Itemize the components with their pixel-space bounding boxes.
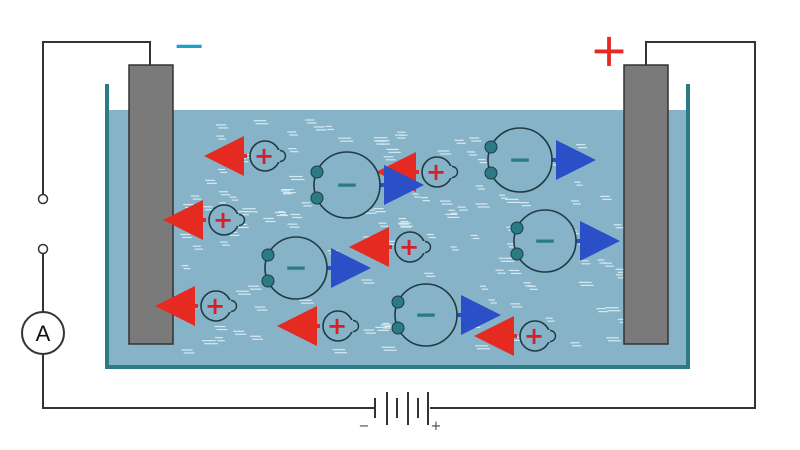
cation: + xyxy=(349,227,432,267)
cation-sign: + xyxy=(399,233,419,261)
cation: + xyxy=(204,136,287,176)
ions: +++++++−−−−− xyxy=(155,127,620,356)
anion-body xyxy=(264,236,328,300)
anion: − xyxy=(310,151,424,219)
anion-knob xyxy=(310,191,324,205)
anion-knob xyxy=(484,166,498,180)
cation-notch-fill xyxy=(543,330,550,342)
battery-plus-label: + xyxy=(431,419,442,434)
anion-sign: − xyxy=(335,168,358,201)
anion-body xyxy=(394,283,458,347)
cation-notch-fill xyxy=(418,241,425,253)
anion-body xyxy=(487,127,553,193)
cation-sign: + xyxy=(205,292,225,320)
cation-sign: + xyxy=(254,142,274,170)
anion-knob xyxy=(261,274,275,288)
cation: + xyxy=(474,316,557,356)
anion-body xyxy=(513,209,577,273)
cation: + xyxy=(277,306,360,346)
anion-sign: − xyxy=(414,298,437,331)
cation-notch-fill xyxy=(346,320,353,332)
anion-knob xyxy=(310,165,324,179)
cathode-sign: − xyxy=(172,23,206,69)
anion-knob xyxy=(391,321,405,335)
cation-sign: + xyxy=(213,206,233,234)
anion-body xyxy=(313,151,381,219)
switch-terminal-bottom xyxy=(37,243,49,255)
ammeter-label: A xyxy=(36,321,51,346)
battery-minus-label: − xyxy=(359,419,370,434)
cation-notch-fill xyxy=(445,166,452,178)
ammeter: A xyxy=(21,311,65,355)
cation-sign: + xyxy=(426,158,446,186)
anode-electrode xyxy=(623,64,669,345)
cation-sign: + xyxy=(327,312,347,340)
container xyxy=(105,84,690,369)
cation-notch-fill xyxy=(232,214,239,226)
anion-knob xyxy=(510,221,524,235)
anion: − xyxy=(510,209,620,273)
switch-gap xyxy=(38,200,48,248)
anion-knob xyxy=(484,140,498,154)
anode-sign: + xyxy=(590,23,629,77)
cathode-electrode xyxy=(128,64,174,345)
cation: + xyxy=(163,200,246,240)
cation-notch-fill xyxy=(224,300,231,312)
anion-sign: − xyxy=(508,143,531,176)
switch-terminal-top xyxy=(37,193,49,205)
anion: − xyxy=(391,283,501,347)
anion-sign: − xyxy=(284,251,307,284)
anion-knob xyxy=(261,248,275,262)
cation-sign: + xyxy=(524,322,544,350)
anion-knob xyxy=(510,247,524,261)
cation: + xyxy=(155,286,238,326)
wire-left xyxy=(42,41,375,409)
wire-right xyxy=(428,41,756,409)
anion-knob xyxy=(391,295,405,309)
anion: − xyxy=(484,127,596,193)
anion-sign: − xyxy=(533,224,556,257)
anion: − xyxy=(261,236,371,300)
cation-notch-fill xyxy=(273,150,280,162)
battery xyxy=(365,392,430,426)
